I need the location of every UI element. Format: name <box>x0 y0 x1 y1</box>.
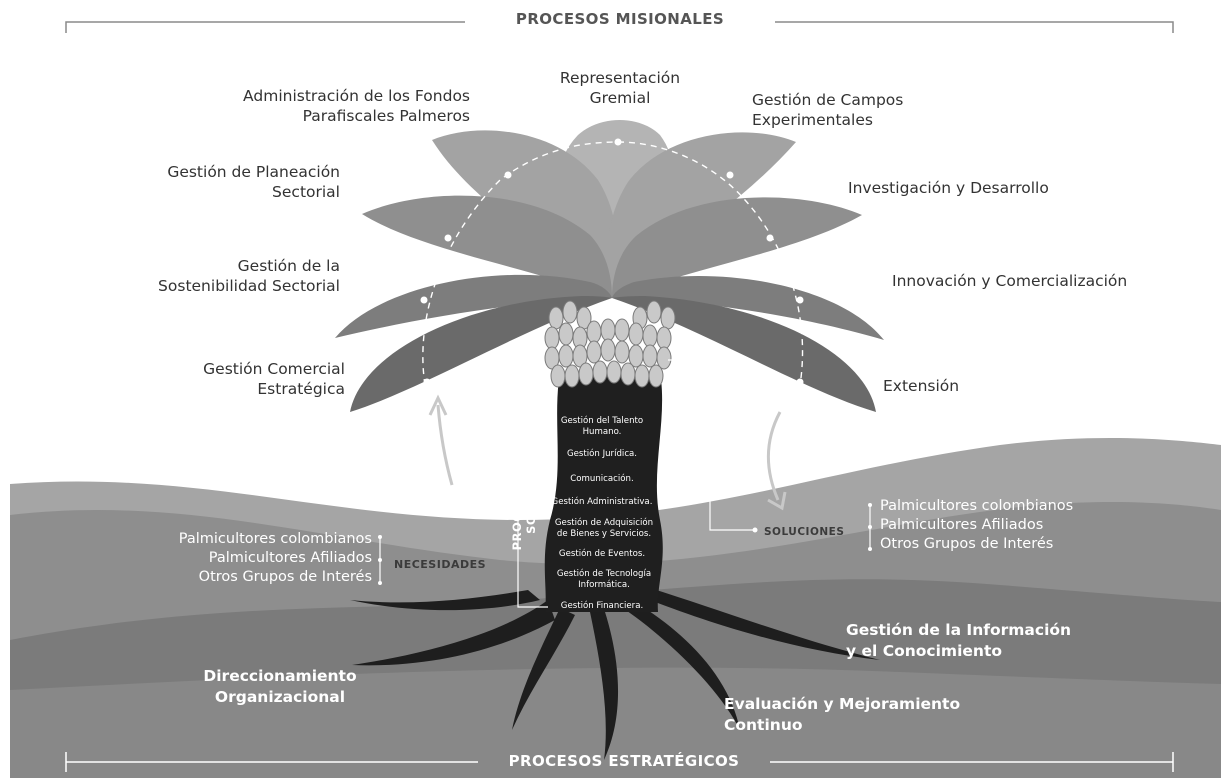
soporte-item-comunicacion: Comunicación. <box>570 474 634 484</box>
fruit-cluster <box>544 300 676 388</box>
label-innovacion-comercializacion: Innovación y Comercialización <box>892 272 1128 290</box>
palm-leaves <box>335 120 884 412</box>
necesidades-group-1: Palmicultores Afiliados <box>208 550 372 566</box>
soporte-item-adquisicion: Gestión de Adquisición de Bienes y Servi… <box>554 518 654 539</box>
ground-strip <box>10 667 1221 778</box>
leaf-comercial <box>350 296 612 412</box>
top-bracket-line <box>65 21 1174 33</box>
roots <box>350 588 880 760</box>
leaf-sostenibilidad <box>335 274 612 338</box>
trunk <box>544 372 663 612</box>
soporte-item-juridica: Gestión Jurídica. <box>566 449 638 459</box>
leaf-extension <box>612 296 876 412</box>
arc-dots <box>420 138 804 386</box>
right-dashed-arc <box>617 141 804 386</box>
support-bracket <box>517 391 548 608</box>
soporte-item-tecnologia: Gestión de Tecnología Informática. <box>556 569 652 590</box>
soporte-item-talento: Gestión del Talento Humano. <box>560 416 644 437</box>
solutions-arrow-head <box>767 491 787 511</box>
necesidades-group-0: Palmicultores colombianos <box>178 531 372 547</box>
label-investigacion-desarrollo: Investigación y Desarrollo <box>848 179 1049 197</box>
procesos-misionales-title: PROCESOS MISIONALES <box>515 10 725 28</box>
solutions-arrow <box>767 411 782 501</box>
soporte-item-financiera: Gestión Financiera. <box>560 601 644 611</box>
necesidades-groups: Palmicultores colombianos Palmicultores … <box>120 530 372 587</box>
soluciones-group-0: Palmicultores colombianos <box>880 498 1074 514</box>
leaf-investigacion <box>612 197 862 298</box>
necesidades-group-2: Otros Grupos de Interés <box>198 569 372 585</box>
soporte-item-administrativa: Gestión Administrativa. <box>551 497 653 507</box>
left-dashed-arc <box>422 141 619 386</box>
soluciones-group-1: Palmicultores Afiliados <box>880 517 1044 533</box>
leaf-innovacion <box>612 275 884 340</box>
leaf-planeacion <box>362 195 612 298</box>
needs-arrow <box>436 404 454 486</box>
procesos-soporte-title: PROCESOS DE SOPORTE <box>510 453 538 551</box>
bottom-bracket-line <box>65 752 1174 772</box>
soluciones-group-2: Otros Grupos de Interés <box>880 536 1054 552</box>
label-extension: Extensión <box>883 377 960 395</box>
soporte-item-eventos: Gestión de Eventos. <box>558 549 646 559</box>
soluciones-label: SOLUCIONES <box>764 526 845 538</box>
needs-arrow-head <box>428 394 448 416</box>
solutions-connector <box>668 359 755 531</box>
soluciones-groups: Palmicultores colombianos Palmicultores … <box>880 497 1140 554</box>
necesidades-label: NECESIDADES <box>394 558 487 571</box>
procesos-estrategicos-title: PROCESOS ESTRATÉGICOS <box>508 752 740 770</box>
